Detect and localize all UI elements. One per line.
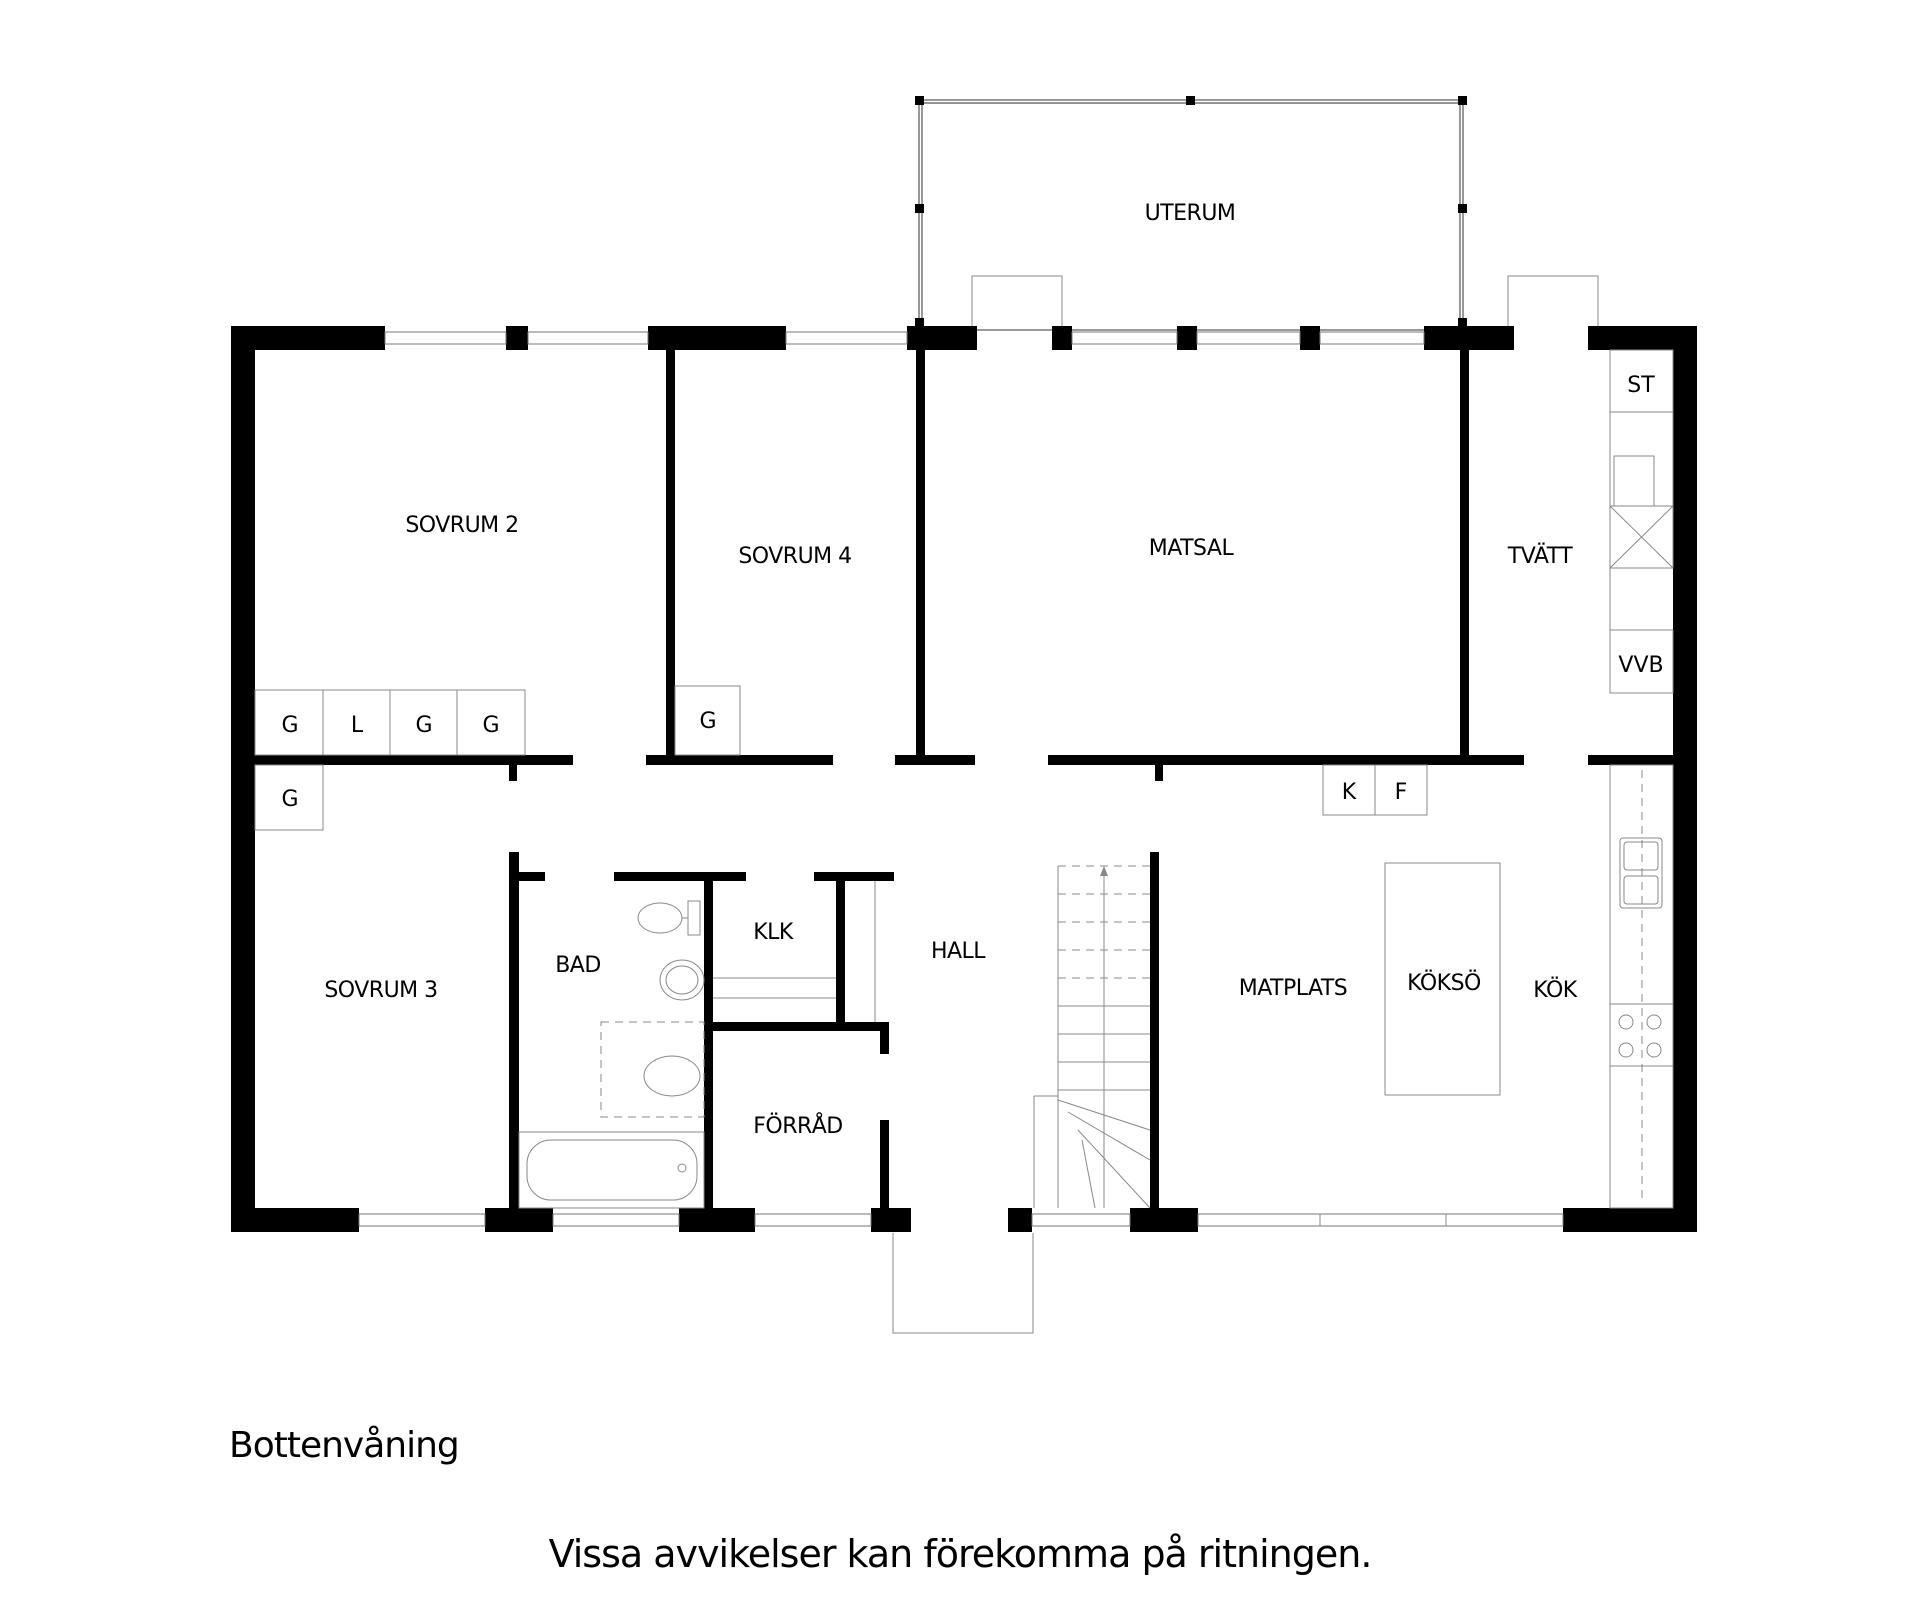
room-label-tvatt: TVÄTT xyxy=(1507,543,1573,569)
fixture-label-wardrobe: G xyxy=(415,713,432,738)
fixture-label-fridge: K xyxy=(1342,780,1357,805)
room-label-matplats: MATPLATS xyxy=(1239,976,1348,1001)
windows xyxy=(358,331,1564,1227)
room-label-uterum: UTERUM xyxy=(1145,201,1236,226)
fridge-freezer xyxy=(1322,764,1428,816)
disclaimer-note: Vissa avvikelser kan förekomma på ritnin… xyxy=(548,1532,1373,1576)
room-label-matsal: MATSAL xyxy=(1149,536,1235,561)
kitchen-counter xyxy=(1609,764,1674,1209)
room-label-sovrum2: SOVRUM 2 xyxy=(405,513,518,538)
room-label-kok: KÖK xyxy=(1533,977,1578,1003)
room-label-klk: KLK xyxy=(753,920,794,945)
kitchen-island xyxy=(1384,862,1501,1096)
fixture-label-freezer: F xyxy=(1395,780,1408,805)
room-label-sovrum3: SOVRUM 3 xyxy=(324,978,437,1003)
room-label-sovrum4: SOVRUM 4 xyxy=(738,544,851,569)
laundry-fixtures xyxy=(1609,349,1674,694)
fixture-label-st: ST xyxy=(1627,373,1655,398)
floor-title: Bottenvåning xyxy=(229,1425,460,1466)
fixture-labels: ST VVB G L G G G G K F xyxy=(281,373,1663,812)
interior-walls xyxy=(255,350,1673,1208)
room-label-bad: BAD xyxy=(555,953,601,978)
room-labels: UTERUM SOVRUM 2 SOVRUM 4 MATSAL TVÄTT SO… xyxy=(324,201,1578,1139)
room-label-forrad: FÖRRÅD xyxy=(753,1112,843,1139)
fixture-label-vvb: VVB xyxy=(1618,653,1663,678)
fixture-label-wardrobe: G xyxy=(281,713,298,738)
exterior-walls xyxy=(231,326,1697,1232)
fixture-label-linen: L xyxy=(351,713,364,738)
staircase xyxy=(1033,865,1151,1209)
fixture-label-wardrobe: G xyxy=(281,787,298,812)
bathroom-fixtures xyxy=(518,881,876,1209)
wardrobes-sovrum2 xyxy=(254,685,741,831)
fixture-label-wardrobe: G xyxy=(482,713,499,738)
fixture-label-wardrobe: G xyxy=(699,709,716,734)
room-label-hall: HALL xyxy=(931,939,986,964)
door-frames xyxy=(892,275,1599,1334)
room-label-kokso: KÖKSÖ xyxy=(1407,970,1481,996)
